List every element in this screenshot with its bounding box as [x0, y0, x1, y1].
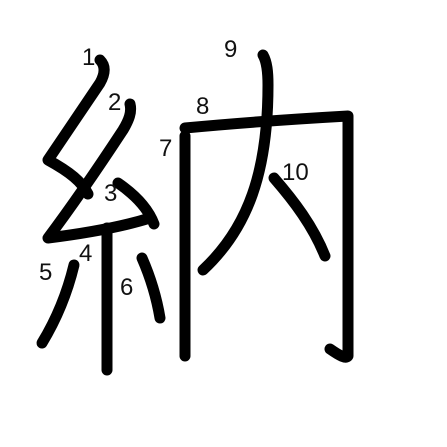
label-2: 2	[108, 89, 121, 116]
stroke-6	[136, 252, 166, 324]
stroke-8	[179, 110, 354, 363]
stroke-1	[42, 54, 110, 200]
label-4: 4	[79, 240, 92, 267]
stroke-10	[268, 172, 331, 262]
label-5: 5	[39, 259, 52, 286]
label-7: 7	[159, 135, 172, 162]
label-1: 1	[82, 44, 95, 71]
label-10: 10	[282, 159, 309, 186]
label-3: 3	[104, 180, 117, 207]
stroke-5	[36, 259, 80, 349]
stroke-9	[197, 49, 274, 276]
label-8: 8	[196, 93, 209, 120]
label-6: 6	[120, 274, 133, 301]
label-9: 9	[224, 36, 237, 63]
stroke-3	[112, 177, 160, 230]
